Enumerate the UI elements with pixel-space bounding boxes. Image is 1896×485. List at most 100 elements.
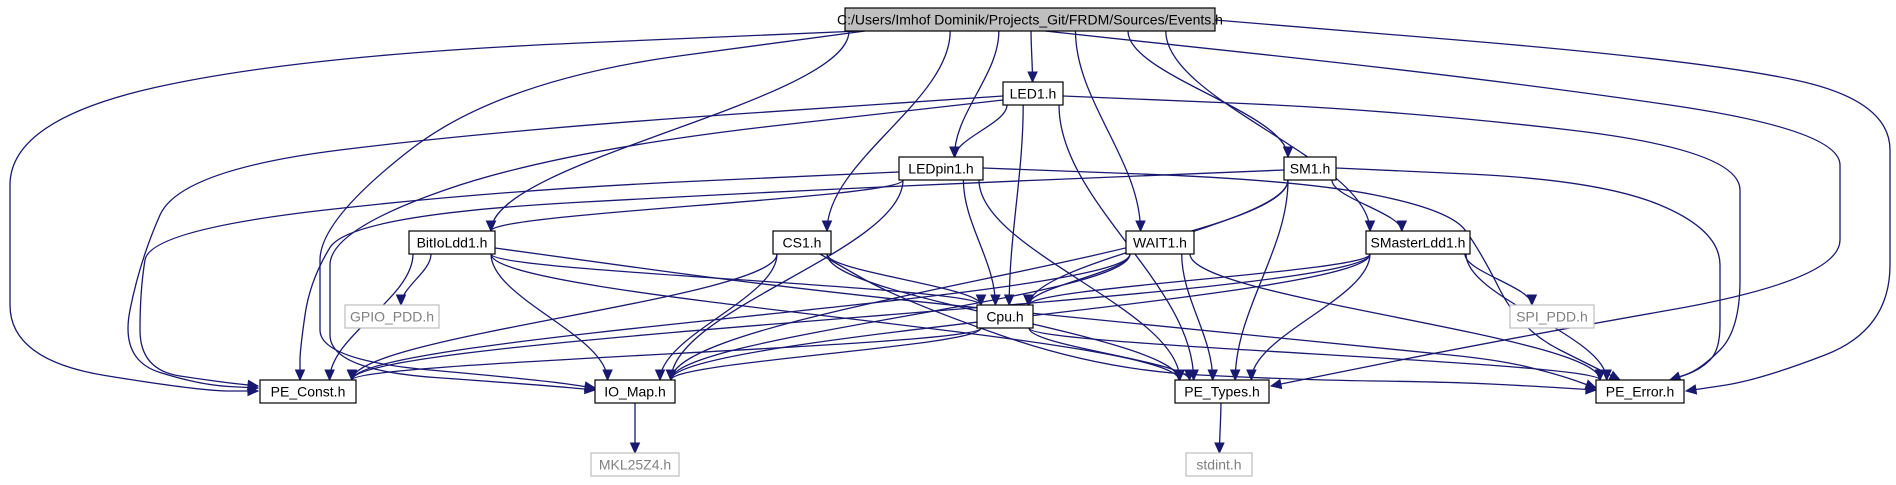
edge-smasterldd1-to-spi_pdd-arrowhead <box>1526 294 1538 307</box>
edge-cs1-to-cpu-arrowhead <box>975 294 987 307</box>
node-ledpin1[interactable]: LEDpin1.h <box>898 156 984 181</box>
edge-events-to-bitioldd1 <box>485 30 850 233</box>
node-smasterldd1-box <box>1365 230 1471 255</box>
edge-cs1-to-pe_const-line <box>351 253 778 381</box>
edge-bitioldd1-to-pe_error <box>494 247 1598 390</box>
edge-events-to-pe_types <box>1044 30 1841 390</box>
edge-wait1-to-pe_types-line <box>1181 253 1214 381</box>
edge-cs1-to-io_map-arrowhead <box>654 369 666 382</box>
node-spi-pdd-label: SPI_PDD.h <box>1516 309 1588 325</box>
edge-sm1-to-smasterldd1-arrowhead <box>1396 220 1408 233</box>
node-wait1[interactable]: WAIT1.h <box>1125 230 1195 255</box>
edge-bitioldd1-to-gpio_pdd-arrowhead <box>395 294 407 307</box>
node-pe-const-box <box>259 379 357 404</box>
edge-smasterldd1-to-pe_error-arrowhead <box>1601 369 1612 382</box>
node-stdint-box <box>1185 452 1253 477</box>
edge-wait1-to-pe_const-line <box>351 253 1131 381</box>
node-pe-const[interactable]: PE_Const.h <box>259 379 357 404</box>
node-smasterldd1[interactable]: SMasterLdd1.h <box>1365 230 1471 255</box>
node-stdint[interactable]: stdint.h <box>1185 452 1253 477</box>
edge-cs1-to-pe_error-line <box>819 253 1597 391</box>
node-led1-label: LED1.h <box>1010 86 1057 102</box>
node-led1[interactable]: LED1.h <box>1002 81 1064 106</box>
node-io-map[interactable]: IO_Map.h <box>594 379 676 404</box>
edge-wait1-to-cpu-line <box>1027 253 1131 306</box>
edge-cpu-to-io_map <box>665 327 982 382</box>
edge-cs1-to-io_map-line <box>659 253 778 381</box>
edge-events-to-cs1-line <box>826 30 951 232</box>
node-spi-pdd[interactable]: SPI_PDD.h <box>1509 304 1595 329</box>
edge-io_map-to-mkl25z4 <box>629 403 641 455</box>
edge-led1-to-ledpin1-arrowhead <box>949 146 961 159</box>
node-bitioldd1-label: BitIoLdd1.h <box>417 235 488 251</box>
node-bitioldd1[interactable]: BitIoLdd1.h <box>408 230 496 255</box>
node-io-map-label: IO_Map.h <box>604 384 665 400</box>
edge-ledpin1-to-pe_const <box>139 171 900 391</box>
edge-wait1-to-pe_types-arrowhead <box>1207 369 1218 382</box>
edge-io_map-to-mkl25z4-arrowhead <box>629 442 641 455</box>
node-gpio-pdd[interactable]: GPIO_PDD.h <box>344 304 440 329</box>
edge-ledpin1-to-pe_const-line <box>139 171 900 387</box>
edge-events-to-cs1 <box>821 30 951 233</box>
node-mkl25z4-box <box>590 452 680 477</box>
edge-events-to-bitioldd1-line <box>490 30 850 232</box>
edge-sm1-to-smasterldd1 <box>1331 179 1408 233</box>
node-cs1-box <box>772 230 832 255</box>
edge-events-to-sm1-line <box>1127 30 1289 158</box>
node-pe-types[interactable]: PE_Types.h <box>1174 379 1270 404</box>
edge-events-to-wait1-line <box>1074 30 1142 232</box>
edge-sm1-to-pe_const-line <box>299 169 1285 380</box>
node-events-label: C:/Users/Imhof Dominik/Projects_Git/FRDM… <box>837 12 1223 28</box>
edge-events-to-wait1 <box>1074 30 1146 233</box>
edge-sm1-to-pe_const-arrowhead <box>294 369 306 382</box>
node-pe-error-box <box>1595 379 1685 404</box>
edge-smasterldd1-to-spi_pdd <box>1464 253 1538 307</box>
edges-layer <box>9 19 1891 455</box>
edge-events-to-smasterldd1-line <box>1165 30 1371 232</box>
edge-ledpin1-to-pe_const-arrowhead <box>247 379 260 391</box>
edge-ledpin1-to-pe_error-arrowhead <box>1608 370 1622 381</box>
edge-smasterldd1-to-cpu <box>1023 253 1371 307</box>
node-wait1-box <box>1125 230 1195 255</box>
node-sm1[interactable]: SM1.h <box>1283 156 1337 181</box>
edge-led1-to-cpu-line <box>1008 104 1024 306</box>
edge-smasterldd1-to-pe_types <box>1246 253 1371 382</box>
node-cs1[interactable]: CS1.h <box>772 230 832 255</box>
edge-events-to-led1-arrowhead <box>1027 71 1038 84</box>
edge-events-to-led1 <box>1027 30 1038 84</box>
edge-smasterldd1-to-pe_const-line <box>351 253 1371 381</box>
edge-events-to-sm1-arrowhead <box>1282 146 1294 159</box>
node-cpu[interactable]: Cpu.h <box>976 304 1034 329</box>
node-events[interactable]: C:/Users/Imhof Dominik/Projects_Git/FRDM… <box>837 7 1223 32</box>
edge-ledpin1-to-cpu-line <box>962 179 997 306</box>
node-cpu-box <box>976 304 1034 329</box>
edge-bitioldd1-to-pe_const-arrowhead <box>324 369 335 382</box>
node-sm1-box <box>1283 156 1337 181</box>
edge-cs1-to-cpu <box>826 253 987 307</box>
edge-events-to-smasterldd1-arrowhead <box>1364 220 1376 233</box>
edge-wait1-to-pe_types <box>1181 253 1218 382</box>
node-pe-error[interactable]: PE_Error.h <box>1595 379 1685 404</box>
edge-pe_types-to-stdint-arrowhead <box>1214 442 1225 455</box>
edge-bitioldd1-to-cpu <box>490 253 987 307</box>
edge-led1-to-io_map-arrowhead <box>584 383 597 395</box>
edge-bitioldd1-to-gpio_pdd <box>395 253 432 307</box>
edge-bitioldd1-to-gpio_pdd-line <box>400 253 432 306</box>
node-pe-error-label: PE_Error.h <box>1606 384 1674 400</box>
edge-wait1-to-io_map-line <box>670 253 1131 381</box>
node-mkl25z4[interactable]: MKL25Z4.h <box>590 452 680 477</box>
edge-cpu-to-pe_const-line <box>351 327 982 381</box>
edge-events-to-pe_error-arrowhead <box>1684 384 1698 395</box>
node-led1-box <box>1002 81 1064 106</box>
edge-events-to-pe_error-line <box>1214 19 1891 392</box>
edge-events-to-pe_const-line <box>9 30 861 392</box>
edge-smasterldd1-to-pe_types-line <box>1250 253 1371 381</box>
edge-cs1-to-io_map <box>654 253 778 382</box>
node-bitioldd1-box <box>408 230 496 255</box>
node-pe-types-label: PE_Types.h <box>1184 384 1260 400</box>
edge-cpu-to-pe_const-arrowhead <box>346 369 358 382</box>
edge-cpu-to-pe_types-arrowhead <box>1184 369 1195 382</box>
edge-sm1-to-pe_types-arrowhead <box>1229 369 1241 382</box>
edge-cs1-to-cpu-line <box>826 253 982 306</box>
